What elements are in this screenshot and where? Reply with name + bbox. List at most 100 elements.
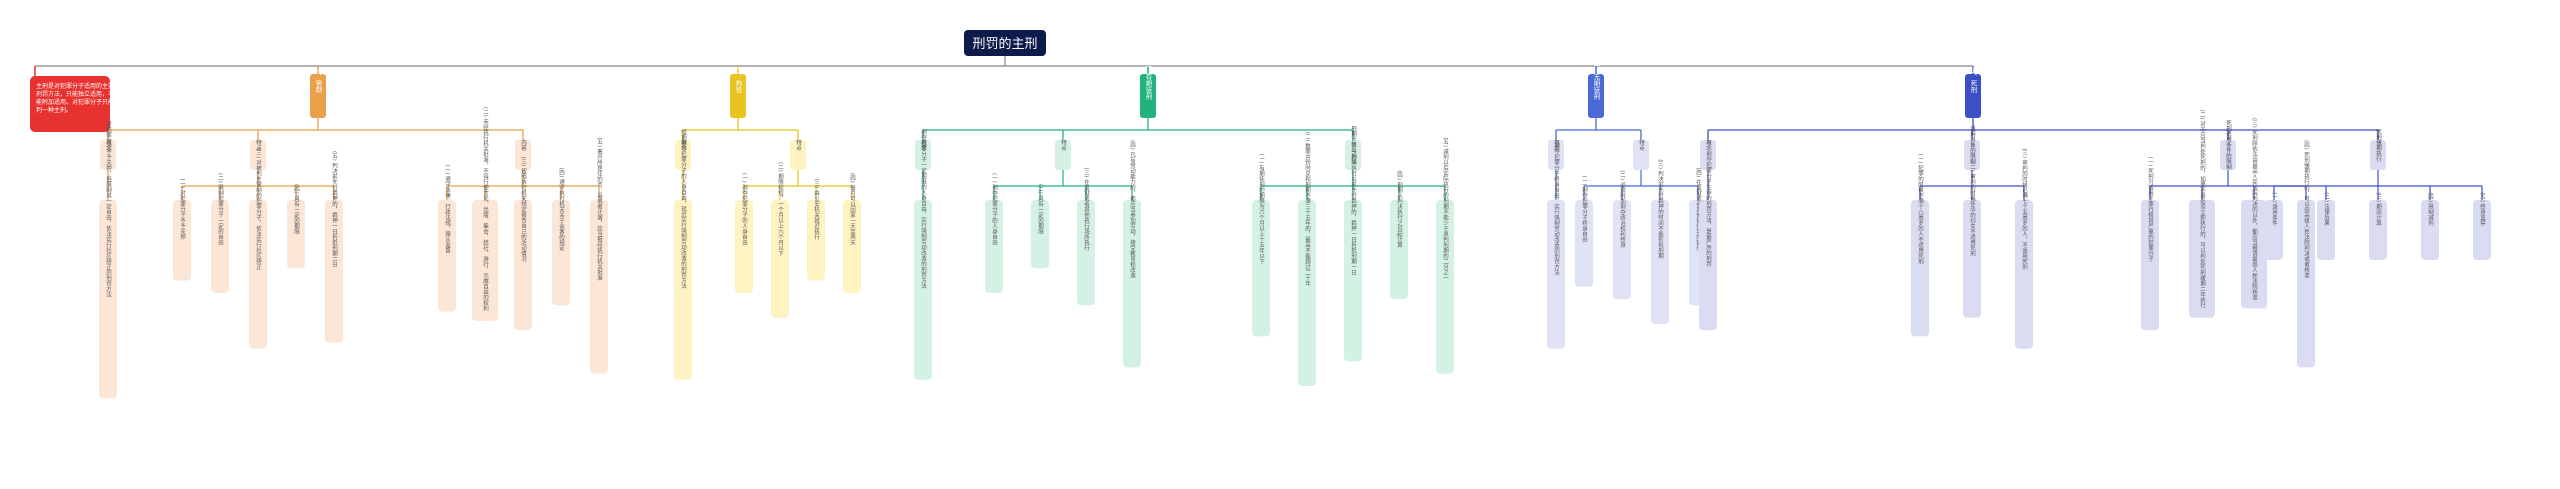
leaf-node-box[interactable] — [914, 200, 932, 380]
sub-node-label: 概念 — [105, 138, 112, 151]
leaf-node-box[interactable] — [2141, 200, 2159, 331]
leaf-node-text: (一) 犯罪的时候不满十八周岁的人不适用死刑 — [1917, 154, 1924, 266]
leaf-node-box[interactable] — [2317, 200, 2335, 260]
leaf-node-text: (四) 限制减刑 — [2427, 192, 2434, 227]
leaf-node-text: (五) 减刑以后实际执行的刑期不能少于原判刑期的二分之一 — [1442, 137, 1449, 281]
leaf-node-text: (三) 在监狱或者其他执行场所执行 — [1083, 167, 1090, 251]
leaf-node-box[interactable] — [2421, 200, 2439, 260]
leaf-node-box[interactable] — [1123, 200, 1141, 368]
sub-node-box[interactable] — [915, 140, 931, 170]
sub-node-box[interactable] — [675, 140, 691, 170]
leaf-node-box[interactable] — [2297, 200, 2315, 368]
leaf-node-box[interactable] — [735, 200, 753, 293]
sub-node-box[interactable] — [790, 140, 806, 170]
sub-node-label: 概念 — [1553, 138, 1560, 151]
sub-node-label: 特点 — [1638, 138, 1645, 152]
sub-node-box[interactable] — [1548, 140, 1564, 170]
branch-1-box[interactable] — [310, 74, 326, 118]
leaf-node-text: (四) 刑期从判决执行之日起计算 — [1396, 170, 1403, 249]
leaf-node-box[interactable] — [1963, 200, 1981, 318]
leaf-node-box[interactable] — [807, 200, 825, 281]
leaf-node-box[interactable] — [211, 200, 229, 293]
sub-node-label: 特点 — [255, 138, 262, 152]
root-node-title: 刑罚的主刑 — [972, 36, 1037, 52]
leaf-node-text: (五) 终身监禁 — [2479, 192, 2486, 226]
sub-node-box[interactable] — [1345, 140, 1361, 170]
leaf-node-text: (一) 有期徒刑的期限为六个月以上十五年以下 — [1258, 154, 1265, 266]
leaf-node-box[interactable] — [173, 200, 191, 281]
intro-node-box[interactable] — [30, 76, 110, 132]
leaf-node-box[interactable] — [1031, 200, 1049, 269]
sub-node-box[interactable] — [1055, 140, 1071, 170]
leaf-node-text: (一) 适用条件 — [2271, 192, 2278, 227]
leaf-node-box[interactable] — [985, 200, 1003, 293]
leaf-node-box[interactable] — [2241, 200, 2267, 309]
leaf-node-box[interactable] — [590, 200, 608, 374]
leaf-node-text: (二) 未经执行机关批准，不得行使言论、出版、集会、结社、游行、示威自由的权利 — [482, 107, 489, 311]
sub-node-box[interactable] — [1633, 140, 1649, 170]
leaf-node-box[interactable] — [2369, 200, 2387, 260]
leaf-node-box[interactable] — [1252, 200, 1270, 337]
sub-node-box[interactable] — [2370, 140, 2386, 170]
leaf-node-box[interactable] — [843, 200, 861, 293]
leaf-node-box[interactable] — [1344, 200, 1362, 362]
branch-2-label: 二、拘役 — [734, 67, 742, 94]
sub-node-box[interactable] — [1964, 140, 1980, 170]
leaf-node-box[interactable] — [1436, 200, 1454, 374]
leaf-node-box[interactable] — [325, 200, 343, 343]
sub-node-label: 概念 — [920, 138, 927, 151]
sub-node-label: 概念 — [1705, 138, 1712, 151]
leaf-node-text: (二) 法律后果 — [2323, 192, 2330, 227]
leaf-node-text: (四) 死刑缓期执行的，可以由高级人民法院判决或者核准 — [2303, 140, 2310, 279]
leaf-node-box[interactable] — [771, 200, 789, 318]
leaf-node-box[interactable] — [1547, 200, 1565, 349]
leaf-node-box[interactable] — [287, 200, 305, 269]
leaf-node-box[interactable] — [1298, 200, 1316, 386]
leaf-node-box[interactable] — [674, 200, 692, 380]
leaf-node-text: (二) 必须附加剥夺政治权利终身 — [1619, 170, 1626, 249]
leaf-node-text: (三) 由公安机关就近执行 — [813, 178, 820, 240]
leaf-node-box[interactable] — [2473, 200, 2491, 260]
leaf-node-text: (三) 按照执行机关规定报告自己的活动情况 — [520, 156, 527, 262]
leaf-node-box[interactable] — [1651, 200, 1669, 324]
branch-2-box[interactable] — [730, 74, 746, 118]
leaf-node-box[interactable] — [1911, 200, 1929, 337]
branch-3-box[interactable] — [1140, 74, 1156, 118]
sub-node-label: 死刑缓期执行 — [2375, 128, 2382, 163]
leaf-node-text: (三) 判决前先行羁押的时间不能折抵刑期 — [1657, 159, 1664, 260]
leaf-node-text: (一) 死刑只适用于罪行极其严重的犯罪分子 — [2147, 156, 2154, 261]
leaf-node-text: (三) 对被判处管制的犯罪分子，依法实行社区矫正 — [255, 148, 262, 270]
leaf-node-box[interactable] — [249, 200, 267, 349]
sub-node-box[interactable] — [250, 140, 266, 170]
leaf-node-box[interactable] — [99, 200, 117, 399]
leaf-node-box[interactable] — [1575, 200, 1593, 287]
sub-node-box[interactable] — [100, 140, 116, 170]
branch-1-label: 一、管制 — [314, 67, 322, 94]
leaf-node-box[interactable] — [438, 200, 456, 312]
sub-node-box[interactable] — [515, 140, 531, 170]
leaf-node-box[interactable] — [1077, 200, 1095, 306]
sub-node-box[interactable] — [2220, 140, 2236, 170]
leaf-node-text: (一) 剥夺犯罪分子的人身自由 — [741, 173, 748, 246]
leaf-node-box[interactable] — [514, 200, 532, 331]
leaf-node-text: (三) 判决执行以前先行羁押的，羁押一日折抵刑期一日 — [1350, 143, 1357, 277]
leaf-node-text: (二) 数罪并罚时总和刑期不满三十五年的，最高不能超过二十年 — [1304, 132, 1311, 288]
leaf-node-box[interactable] — [2265, 200, 2283, 260]
leaf-node-box[interactable] — [1390, 200, 1408, 300]
branch-4-box[interactable] — [1588, 74, 1604, 118]
sub-node-label: 特点 — [795, 138, 802, 152]
leaf-node-text: (二) 限制犯罪分子一定的自由 — [217, 173, 224, 246]
branch-5-box[interactable] — [1965, 74, 1981, 118]
leaf-node-box[interactable] — [2015, 200, 2033, 349]
leaf-node-box[interactable] — [1699, 200, 1717, 331]
root-node-box[interactable] — [964, 30, 1046, 56]
leaf-node-text: (三) 期间计算 — [2375, 192, 2382, 227]
leaf-node-text: 剥夺犯罪分子生命的刑罚方法，是最严厉的刑罚 — [1705, 150, 1712, 268]
leaf-node-text: (一) 遵守法律、行政法规，服从监督 — [444, 165, 451, 255]
sub-node-box[interactable] — [1700, 140, 1716, 170]
leaf-node-box[interactable] — [1613, 200, 1631, 300]
leaf-node-box[interactable] — [552, 200, 570, 306]
leaf-node-text: (二) 审判的时候怀孕的妇女不适用死刑 — [1969, 162, 1976, 257]
leaf-node-box[interactable] — [472, 200, 498, 321]
leaf-node-box[interactable] — [2189, 200, 2215, 318]
